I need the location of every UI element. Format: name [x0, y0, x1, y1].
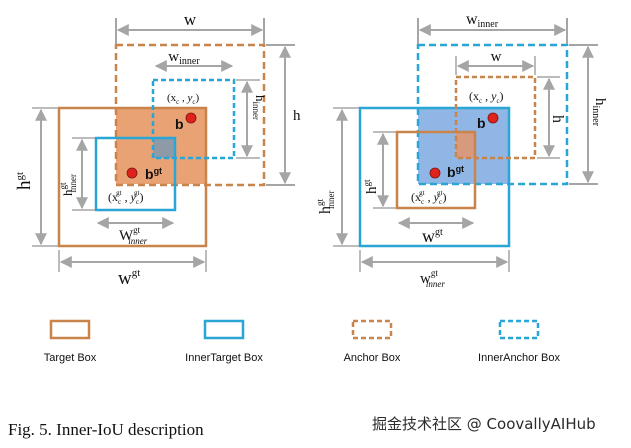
right-inner-target-box: [358, 106, 511, 248]
svg-text:h: h: [549, 115, 566, 123]
left-target-center-point: [126, 167, 138, 179]
right-anchor-center-point: [487, 112, 499, 124]
left-bgt-label: bgt: [145, 166, 162, 182]
left-h-gt-label: hgt: [14, 172, 35, 190]
svg-text:hgtinner: hgtinner: [315, 190, 336, 214]
right-h-inner-label: hinner: [590, 98, 608, 127]
legend-target-swatch: [49, 319, 91, 340]
left-anchor-center-point: [185, 112, 197, 124]
legend: Target Box InnerTarget Box Anchor Box In…: [44, 319, 560, 364]
legend-inner-target-swatch: [203, 319, 245, 340]
right-bgt-label: bgt: [447, 164, 464, 180]
legend-inner-target-label: InnerTarget Box: [185, 352, 263, 364]
legend-inner-anchor-label: InnerAnchor Box: [478, 352, 560, 364]
left-w-gt-label: wgt: [118, 267, 140, 289]
left-h-inner-gt-label: hgtinner: [58, 174, 78, 196]
right-h-label: h: [549, 115, 566, 123]
right-b-label: b: [477, 115, 486, 131]
left-inner-overlap: [153, 138, 175, 158]
right-w-gt-label: wgt: [422, 226, 443, 246]
right-h-gt-label: hgt: [362, 179, 380, 194]
left-anchor-box: [114, 43, 266, 187]
watermark: 掘金技术社区 @ CoovallyAIHub: [372, 415, 596, 433]
right-inner-anchor-box: [416, 43, 569, 186]
svg-text:hgtinner: hgtinner: [58, 174, 78, 196]
right-w-label: w: [491, 49, 502, 65]
legend-inner-anchor-swatch: [498, 319, 540, 340]
svg-text:hinner: hinner: [590, 98, 608, 127]
right-w-inner-label: winner: [466, 11, 499, 30]
right-target-center-point: [429, 167, 441, 179]
legend-target-label: Target Box: [44, 352, 97, 364]
left-inner-target-box: [94, 136, 177, 212]
legend-anchor-swatch: [351, 319, 393, 340]
right-target-box: [395, 130, 477, 210]
left-center-label: (xc , yc): [167, 92, 200, 106]
legend-anchor-label: Anchor Box: [344, 352, 401, 364]
right-h-inner-gt-label: hgtinner: [315, 190, 336, 214]
left-b-label: b: [175, 116, 184, 132]
svg-text:hgt: hgt: [14, 172, 35, 190]
svg-text:hgt: hgt: [362, 179, 380, 194]
right-center-gt-label: (xcgt , ycgt): [411, 189, 446, 206]
left-inner-anchor-box: [151, 78, 236, 160]
left-w-inner-label: winner: [168, 49, 200, 67]
left-h-label: h: [293, 108, 301, 124]
left-target-box: [57, 106, 208, 248]
left-h-inner-label: hinner: [251, 95, 268, 120]
figure-caption: Fig. 5. Inner-IoU description: [8, 420, 204, 439]
svg-text:hinner: hinner: [251, 95, 268, 120]
left-w-label: w: [184, 10, 197, 29]
right-center-label: (xc , yc): [469, 89, 504, 105]
left-center-gt-label: (xcgt , ycgt): [108, 189, 143, 206]
right-inner-overlap: [456, 132, 475, 158]
